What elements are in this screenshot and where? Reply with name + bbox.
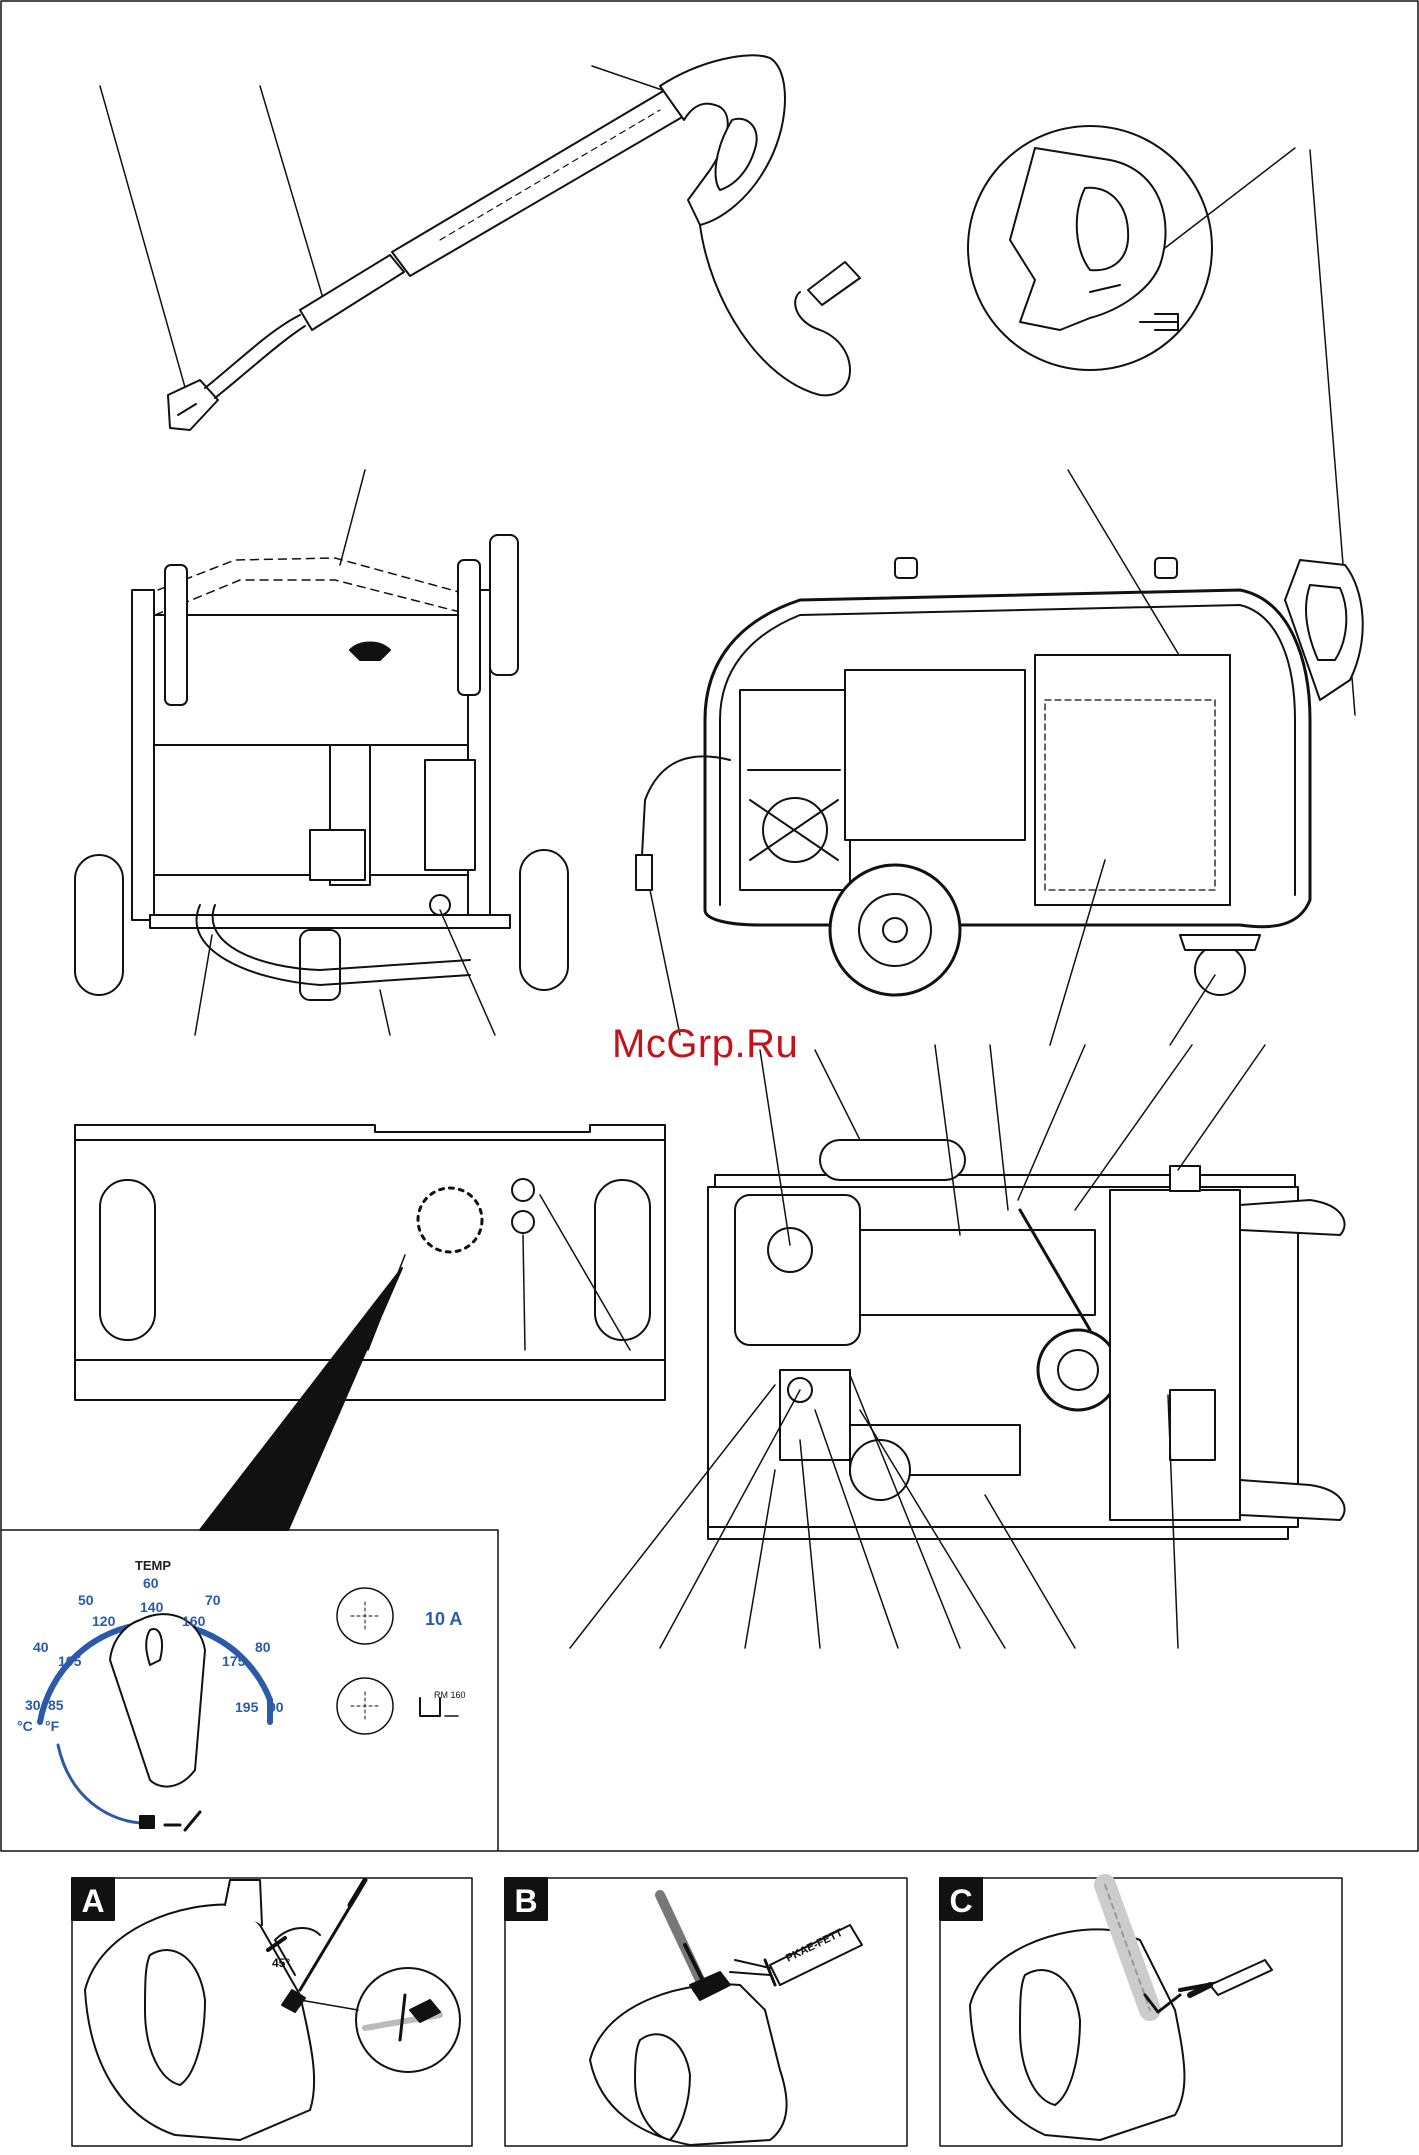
front-view-drawing [75, 470, 568, 1035]
celsius-tick-6: 90 [268, 1699, 284, 1715]
celsius-tick-0: 30 [25, 1697, 41, 1713]
angle-label: 45° [272, 1956, 290, 1970]
celsius-tick-3: 60 [143, 1575, 159, 1591]
celsius-tick-1: 40 [33, 1639, 49, 1655]
step-letter-b: B [514, 1883, 537, 1919]
watermark: McGrp.Ru [612, 1019, 832, 1069]
celsius-unit-label: °C [17, 1718, 33, 1734]
dial-title: TEMP [135, 1558, 171, 1573]
fahrenheit-tick-6: 195 [235, 1699, 259, 1715]
dial-inset [1, 1530, 498, 1850]
fahrenheit-tick-0: 85 [48, 1697, 64, 1713]
fahrenheit-tick-1: 105 [58, 1653, 82, 1669]
step-letter-c: C [949, 1883, 972, 1919]
fahrenheit-tick-3: 140 [140, 1599, 164, 1615]
step-letter-a: A [81, 1883, 104, 1919]
step-panels [72, 1878, 1342, 2146]
spray-lance-drawing [100, 55, 860, 430]
thermal-label: RM 160 [434, 1690, 466, 1700]
fahrenheit-tick-2: 120 [92, 1613, 116, 1629]
chassis-top-view-drawing [570, 1045, 1345, 1648]
celsius-tick-5: 80 [255, 1639, 271, 1655]
celsius-tick-4: 70 [205, 1592, 221, 1608]
fahrenheit-unit-label: °F [45, 1718, 60, 1734]
side-view-drawing [636, 470, 1363, 1045]
control-panel-drawing [75, 1125, 665, 1530]
fahrenheit-tick-5: 175 [222, 1653, 246, 1669]
fahrenheit-tick-4: 160 [182, 1613, 206, 1629]
celsius-tick-2: 50 [78, 1592, 94, 1608]
fuse-label: 10 A [425, 1609, 462, 1629]
